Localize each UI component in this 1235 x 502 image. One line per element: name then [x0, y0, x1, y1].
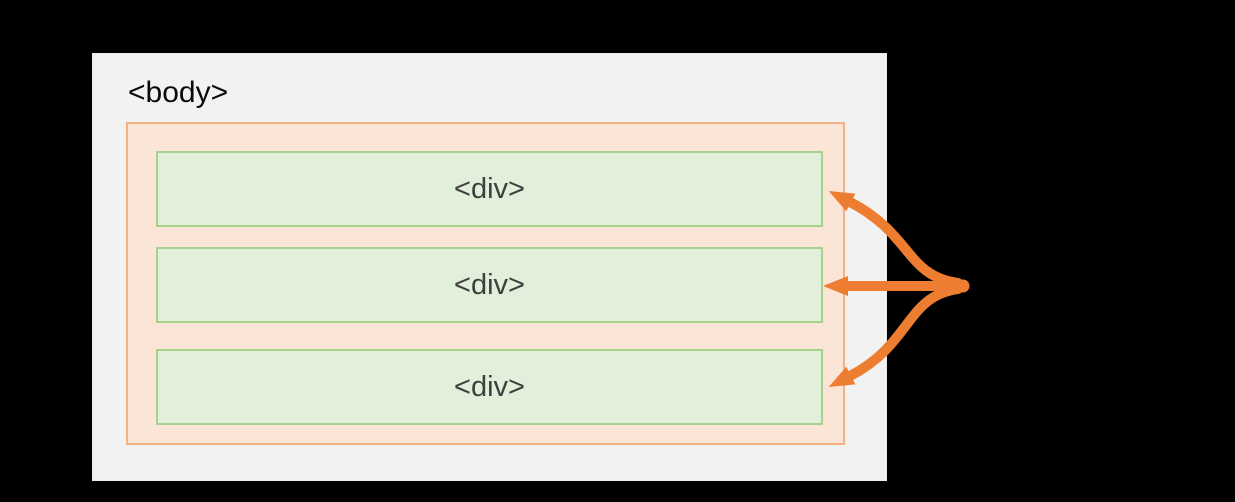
slide-card: <body> <div> <div> <div> [92, 53, 887, 481]
div-item-2: <div> [156, 247, 823, 323]
div-item-3-label: <div> [454, 370, 525, 403]
body-tag-label: <body> [128, 76, 229, 109]
div-item-2-label: <div> [454, 268, 525, 301]
div-item-1-label: <div> [454, 172, 525, 205]
div-item-3: <div> [156, 349, 823, 425]
body-flex-container-box: <div> <div> <div> [126, 122, 845, 445]
div-item-1: <div> [156, 151, 823, 227]
